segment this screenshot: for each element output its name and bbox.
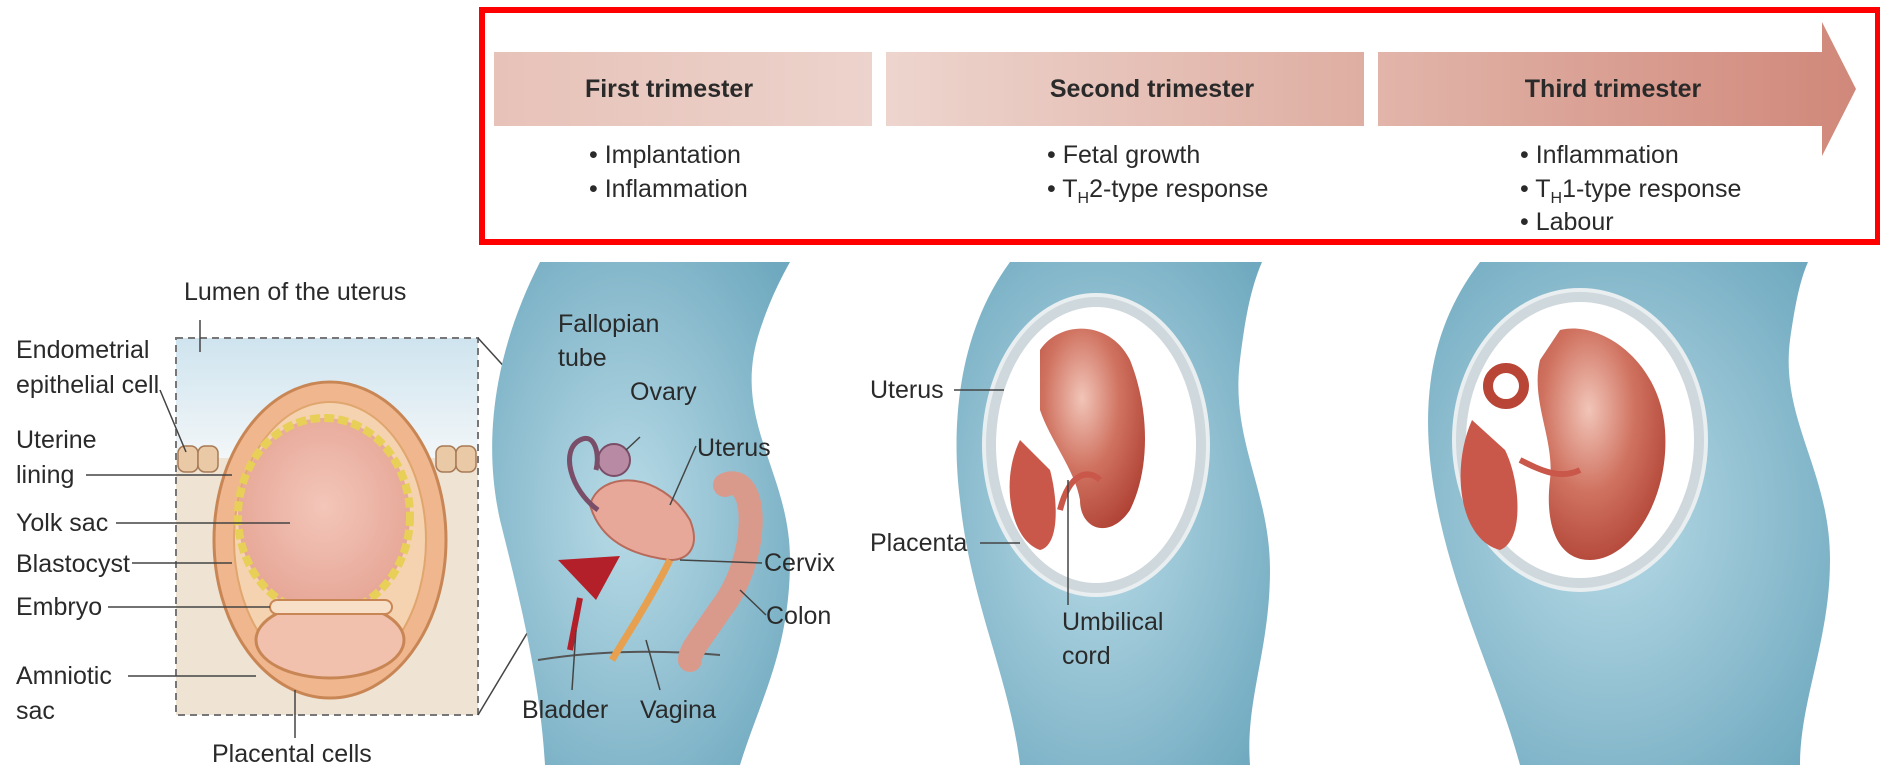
label-blastocyst: Blastocyst: [16, 550, 130, 578]
label-fallopian-2: tube: [558, 344, 607, 372]
anatomy-panel: Fallopian tube Ovary Uterus Cervix Colon…: [492, 262, 835, 765]
label-embryo: Embryo: [16, 593, 102, 621]
timeline-band: First trimester Second trimester Third t…: [494, 22, 1856, 236]
label-uterine: Uterine: [16, 426, 97, 454]
label-amniotic: Amniotic: [16, 662, 112, 690]
stage-title-first: First trimester: [585, 75, 753, 103]
label-uterine-2: lining: [16, 461, 74, 489]
second-trimester-panel: Uterus Placenta Umbilical cord: [870, 262, 1270, 765]
label-endometrial: Endometrial: [16, 336, 149, 364]
label-placenta: Placenta: [870, 529, 967, 557]
stage-item: • Inflammation: [589, 175, 748, 203]
label-bladder: Bladder: [522, 696, 608, 724]
stage-item: • TH2-type response: [1047, 175, 1268, 207]
third-trimester-panel: [1428, 262, 1830, 765]
label-uterus-anatomy: Uterus: [697, 434, 771, 462]
stage-title-second: Second trimester: [1050, 75, 1255, 103]
label-umbilical: Umbilical: [1062, 608, 1163, 636]
label-vagina: Vagina: [640, 696, 716, 724]
label-placental-cells: Placental cells: [212, 740, 372, 765]
label-lumen: Lumen of the uterus: [184, 278, 406, 306]
stage-item: • Labour: [1520, 208, 1614, 236]
label-fallopian: Fallopian: [558, 310, 659, 338]
stage-item: • TH1-type response: [1520, 175, 1741, 207]
stage-item: • Inflammation: [1520, 141, 1679, 169]
label-uterus-second: Uterus: [870, 376, 944, 404]
label-colon: Colon: [766, 602, 831, 630]
label-endometrial-2: epithelial cell: [16, 371, 159, 399]
label-amniotic-2: sac: [16, 697, 55, 725]
embryo-inset: Lumen of the uterus Endometrial epitheli…: [16, 278, 580, 765]
label-cervix: Cervix: [764, 549, 835, 577]
label-yolk-sac: Yolk sac: [16, 509, 108, 537]
stage-item: • Implantation: [589, 141, 741, 169]
stage-item: • Fetal growth: [1047, 141, 1200, 169]
label-umbilical-2: cord: [1062, 642, 1111, 670]
stage-title-third: Third trimester: [1525, 75, 1702, 103]
label-ovary: Ovary: [630, 378, 697, 406]
